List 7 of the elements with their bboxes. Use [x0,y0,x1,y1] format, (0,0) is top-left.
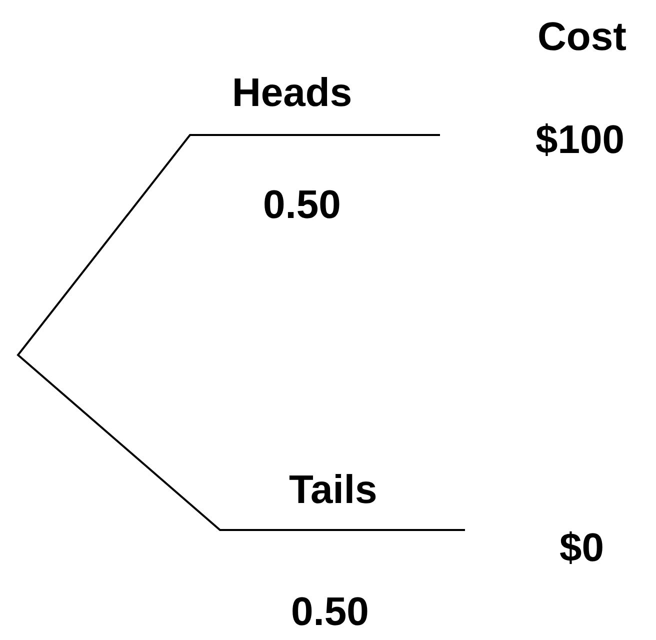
outcome-value: $100 [536,117,624,164]
probability-label: 0.50 [263,182,341,229]
outcome-value: $0 [560,525,604,572]
probability-label: 0.50 [291,589,369,636]
branch-label: Tails [289,467,378,514]
branch-label: Heads [232,70,352,117]
column-header: Cost [538,14,626,61]
